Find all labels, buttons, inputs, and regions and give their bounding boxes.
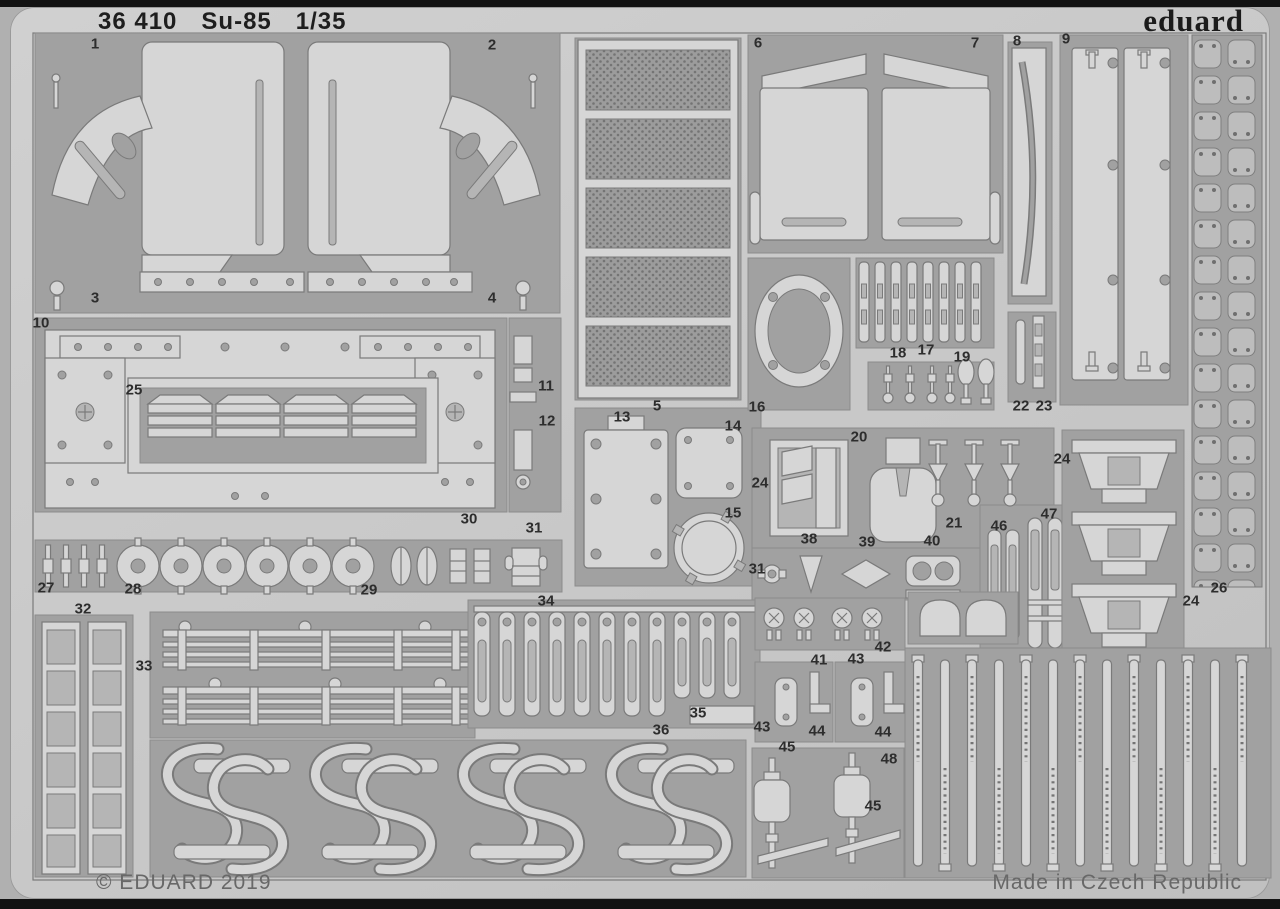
part-group-27-28-29-30-31-discs	[34, 537, 563, 595]
part-group-20-21-24-38-39-40-46-47	[751, 427, 1073, 661]
part-group-1-2-3-4-fender-plates	[34, 32, 561, 314]
part-group-41-45-small-fittings	[751, 591, 1019, 879]
sheet-header: 36 410 Su-85 1/35	[98, 8, 370, 36]
part-group-13-14-15-hatch-plates	[574, 407, 762, 587]
eduard-logo: eduard	[1143, 3, 1244, 38]
part-group-48-pin-panel	[904, 647, 1272, 879]
copyright-text: © EDUARD 2019	[96, 871, 272, 894]
part-group-10-25-11-12-engine-deck	[34, 317, 562, 513]
catalog-number: 36 410	[98, 8, 178, 35]
kit-subject: Su-85	[201, 8, 272, 35]
photo-bottom-edge	[0, 899, 1280, 909]
part-group-32-ladder-strips	[34, 614, 134, 878]
part-group-26-track-strip	[1191, 34, 1263, 588]
part-group-34-35-36-strip-comb	[467, 599, 761, 729]
part-group-24-trapezoid-brackets	[1061, 429, 1185, 656]
part-group-16-oval-ring	[747, 257, 851, 411]
part-group-tool-clamps	[149, 739, 747, 878]
part-group-6-bin-doors	[747, 34, 1004, 254]
part-group-9-long-brackets	[1059, 34, 1189, 406]
kit-scale: 1/35	[295, 8, 347, 35]
made-in-text: Made in Czech Republic	[992, 871, 1242, 894]
part-group-8-22-23-blade	[1007, 41, 1057, 403]
photo-top-edge	[0, 0, 1280, 7]
fret-frame-outline	[32, 32, 1267, 881]
part-group-5-mesh-grille	[574, 37, 742, 401]
part-group-17-18-19-fittings	[855, 257, 995, 411]
part-group-33-handrails	[149, 611, 476, 739]
